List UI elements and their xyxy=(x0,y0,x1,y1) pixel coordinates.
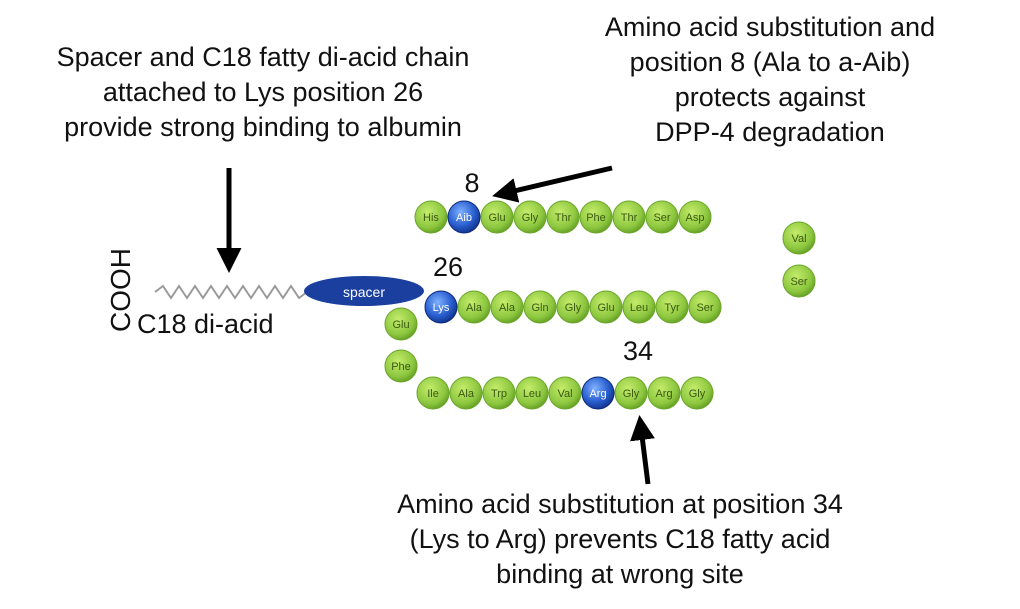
annotation-line: binding at wrong site xyxy=(496,559,744,589)
residue-label: His xyxy=(423,212,439,224)
residue-arg-circle xyxy=(647,376,681,410)
annotation-line: protects against xyxy=(674,82,866,112)
residue-val-circle xyxy=(548,376,582,410)
residue-glu-circle xyxy=(589,290,623,324)
residue-label: Aib xyxy=(456,212,472,224)
residue-ala-circle xyxy=(490,290,524,324)
residue-label: Thr xyxy=(555,212,572,224)
residue-label: Val xyxy=(791,233,806,245)
residue-label: Phe xyxy=(586,212,606,224)
residue-label: Gly xyxy=(565,302,582,314)
residue-label: Arg xyxy=(655,388,672,400)
residue-label: Gly xyxy=(522,212,539,224)
residue-label: Ile xyxy=(427,388,439,400)
residue-label: Phe xyxy=(391,361,411,373)
annotation-line: (Lys to Arg) prevents C18 fatty acid xyxy=(409,524,831,554)
residue-phe-circle xyxy=(579,200,613,234)
residue-asp-circle xyxy=(678,200,712,234)
annotation-line: position 8 (Ala to a-Aib) xyxy=(629,47,911,77)
residue-label: Gln xyxy=(531,302,548,314)
annotation-line: Amino acid substitution and xyxy=(604,12,936,42)
residue-ser-circle xyxy=(645,200,679,234)
residue-gly-circle xyxy=(680,376,714,410)
residue-label: Ala xyxy=(458,388,475,400)
residue-label: Thr xyxy=(621,212,638,224)
residue-his-circle xyxy=(414,200,448,234)
residue-ile-circle xyxy=(416,376,450,410)
annotation-line: attached to Lys position 26 xyxy=(102,77,424,107)
residue-lys-circle xyxy=(424,290,458,324)
residue-leu-circle xyxy=(515,376,549,410)
residue-label: Lys xyxy=(433,302,450,314)
residue-aib-circle xyxy=(447,200,481,234)
residue-label: Gly xyxy=(689,388,706,400)
residue-thr-circle xyxy=(612,200,646,234)
residue-label: Ser xyxy=(696,302,713,314)
residue-label: Leu xyxy=(523,388,541,400)
annotation-line: Spacer and C18 fatty di-acid chain xyxy=(56,42,470,72)
residue-leu-circle xyxy=(622,290,656,324)
residue-ala-circle xyxy=(449,376,483,410)
position-26-label: 26 xyxy=(433,252,463,282)
arrow-aib8 xyxy=(492,165,613,203)
annotation-lys26-spacer: Spacer and C18 fatty di-acid chain attac… xyxy=(8,40,518,145)
residue-label: Gly xyxy=(623,388,640,400)
residue-tyr-circle xyxy=(655,290,689,324)
residue-glu-circle xyxy=(384,307,418,341)
residue-label: Ser xyxy=(790,276,807,288)
residue-gly-circle xyxy=(556,290,590,324)
spacer-label: spacer xyxy=(343,284,385,300)
arrow-arg34 xyxy=(630,415,655,485)
residue-gln-circle xyxy=(523,290,557,324)
residue-ser-circle xyxy=(782,264,816,298)
residue-thr-circle xyxy=(546,200,580,234)
position-34-label: 34 xyxy=(623,336,653,366)
annotation-aib8: Amino acid substitution and position 8 (… xyxy=(560,10,980,150)
spacer-ellipse xyxy=(304,276,424,306)
residue-ser-circle xyxy=(688,290,722,324)
residue-ala-circle xyxy=(457,290,491,324)
residue-gly-circle xyxy=(614,376,648,410)
annotation-line: Amino acid substitution at position 34 xyxy=(397,489,843,519)
residue-label: Glu xyxy=(597,302,614,314)
residue-label: Tyr xyxy=(664,302,680,314)
residue-label: Ala xyxy=(466,302,483,314)
annotation-line: DPP-4 degradation xyxy=(655,117,885,147)
annotation-arg34: Amino acid substitution at position 34 (… xyxy=(330,487,910,592)
c18-fatty-acid-chain xyxy=(154,284,308,300)
residue-val-circle xyxy=(782,221,816,255)
residue-gly-circle xyxy=(513,200,547,234)
annotation-line: provide strong binding to albumin xyxy=(64,112,462,142)
residue-trp-circle xyxy=(482,376,516,410)
c18-diacid-label: C18 di-acid xyxy=(137,309,274,339)
residue-label: Asp xyxy=(686,212,705,224)
residue-glu-circle xyxy=(480,200,514,234)
residue-label: Glu xyxy=(392,319,409,331)
residue-arg-circle xyxy=(581,376,615,410)
residue-label: Leu xyxy=(630,302,648,314)
residue-label: Glu xyxy=(488,212,505,224)
residue-label: Ala xyxy=(499,302,516,314)
cooh-label: COOH xyxy=(105,248,136,332)
position-8-label: 8 xyxy=(464,168,479,198)
residue-label: Val xyxy=(557,388,572,400)
residue-phe-circle xyxy=(384,349,418,383)
residue-label: Ser xyxy=(653,212,670,224)
residue-label: Trp xyxy=(491,388,507,400)
residue-label: Arg xyxy=(589,388,606,400)
